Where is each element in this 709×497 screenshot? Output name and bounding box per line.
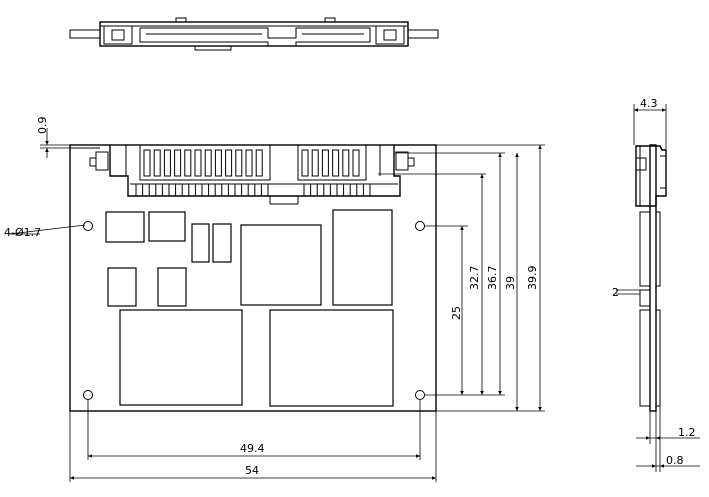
chip bbox=[212, 223, 232, 263]
chip bbox=[148, 211, 186, 242]
front-view-dimensions: 0.9 4-Ø1.7 25 32.7 36.7 39 39.9 4 bbox=[4, 117, 545, 482]
side-view-dimensions: 4.3 2 1.2 0.8 bbox=[612, 97, 700, 472]
contact bbox=[153, 149, 161, 177]
arrowhead bbox=[498, 391, 502, 395]
contact bbox=[352, 149, 360, 177]
chip bbox=[240, 224, 322, 306]
dim-hole-pitch-x: 49.4 bbox=[240, 442, 265, 455]
dim-height-a: 32.7 bbox=[468, 266, 481, 291]
connector-contacts-right bbox=[301, 149, 360, 177]
arrowhead bbox=[88, 454, 92, 458]
contact bbox=[332, 149, 340, 177]
contact bbox=[321, 149, 329, 177]
arrowhead bbox=[70, 476, 74, 480]
dim-hole-spec: 4-Ø1.7 bbox=[4, 226, 41, 239]
arrowhead bbox=[498, 153, 502, 157]
arrowhead bbox=[432, 476, 436, 480]
arrowhead bbox=[646, 436, 650, 440]
contact bbox=[143, 149, 151, 177]
arrowhead bbox=[662, 108, 666, 112]
arrowhead bbox=[652, 464, 656, 468]
arrowhead bbox=[45, 148, 49, 152]
dim-hole-pitch-y: 25 bbox=[450, 306, 463, 320]
arrowhead bbox=[515, 407, 519, 411]
mounting-hole bbox=[83, 221, 93, 231]
contact bbox=[163, 149, 171, 177]
connector-pins bbox=[130, 183, 398, 196]
top-view-connector bbox=[69, 17, 439, 51]
contact bbox=[235, 149, 243, 177]
connector-contacts-left bbox=[143, 149, 263, 177]
chip bbox=[191, 223, 210, 263]
mounting-hole bbox=[415, 390, 425, 400]
contact bbox=[225, 149, 233, 177]
arrowhead bbox=[538, 407, 542, 411]
dimension-arrows bbox=[45, 108, 666, 480]
contact bbox=[342, 149, 350, 177]
contact bbox=[301, 149, 309, 177]
dim-side-depth: 4.3 bbox=[640, 97, 658, 110]
arrowhead bbox=[480, 391, 484, 395]
dim-component-gap: 0.8 bbox=[666, 454, 684, 467]
front-view-board bbox=[69, 144, 437, 412]
chip bbox=[105, 211, 145, 243]
arrowhead bbox=[515, 153, 519, 157]
dim-side-step: 2 bbox=[612, 286, 619, 299]
dim-height-b: 36.7 bbox=[486, 266, 499, 291]
contact bbox=[214, 149, 222, 177]
chip bbox=[332, 209, 393, 306]
dim-board-height: 39.9 bbox=[526, 266, 539, 291]
dim-height-c: 39 bbox=[504, 276, 517, 290]
contact bbox=[311, 149, 319, 177]
dim-tab-offset: 0.9 bbox=[36, 117, 49, 135]
pcb-outline bbox=[69, 144, 437, 412]
mounting-hole bbox=[415, 221, 425, 231]
mounting-hole bbox=[83, 390, 93, 400]
arrowhead bbox=[660, 464, 664, 468]
chip bbox=[107, 267, 137, 307]
arrowhead bbox=[45, 141, 49, 145]
arrowhead bbox=[460, 391, 464, 395]
contact bbox=[245, 149, 253, 177]
chip bbox=[157, 267, 187, 307]
flash-chip bbox=[269, 309, 394, 407]
contact bbox=[255, 149, 263, 177]
flash-chip bbox=[119, 309, 243, 406]
contact bbox=[174, 149, 182, 177]
contact bbox=[204, 149, 212, 177]
dim-board-width: 54 bbox=[245, 464, 259, 477]
arrowhead bbox=[656, 436, 660, 440]
contact bbox=[184, 149, 192, 177]
dim-pcb-thickness: 1.2 bbox=[678, 426, 696, 439]
arrowhead bbox=[634, 108, 638, 112]
arrowhead bbox=[538, 145, 542, 149]
contact bbox=[194, 149, 202, 177]
arrowhead bbox=[416, 454, 420, 458]
arrowhead bbox=[460, 226, 464, 230]
arrowhead bbox=[480, 174, 484, 178]
side-view bbox=[635, 144, 667, 412]
